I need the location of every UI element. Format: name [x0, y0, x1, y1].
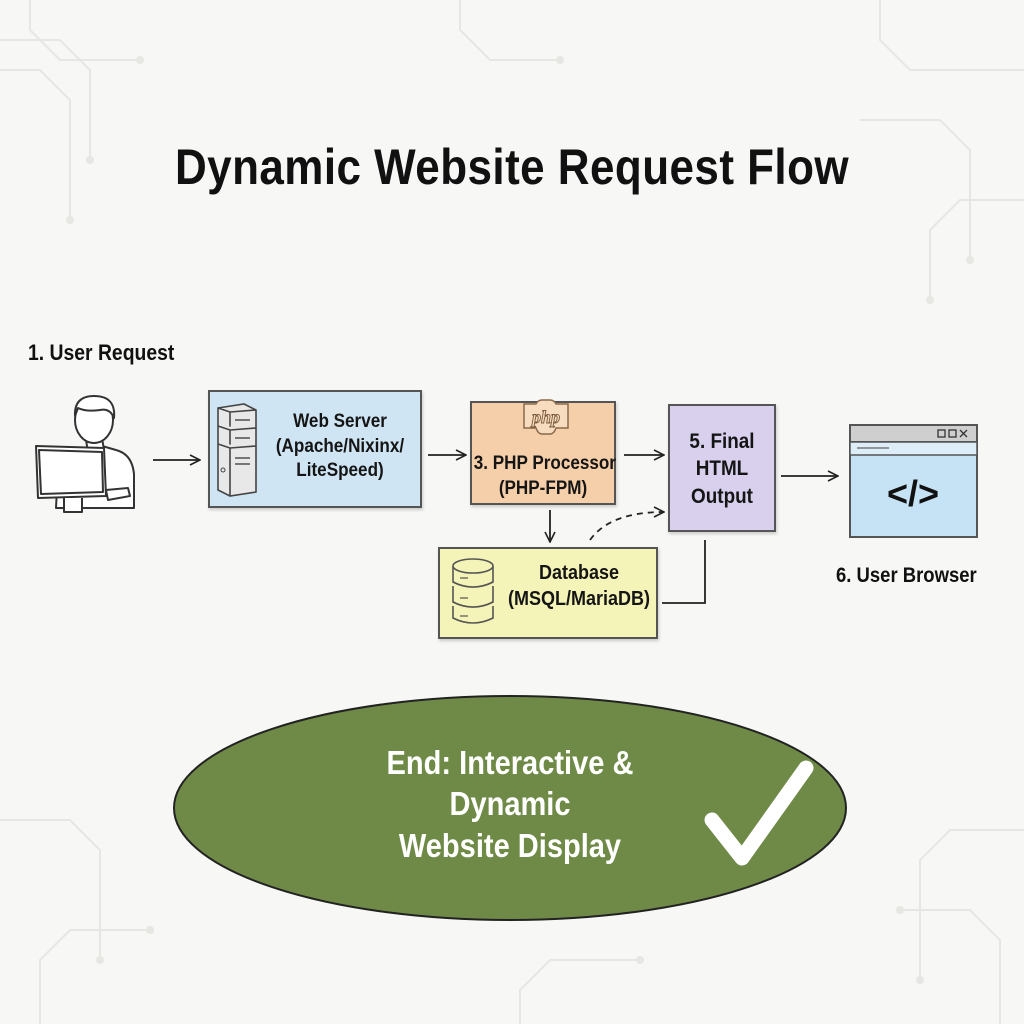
php-processor-text: 3. PHP Processor (PHP-FPM)	[466, 452, 620, 501]
php-logo-icon: php	[523, 399, 569, 435]
database-subtitle: (MSQL/MariaDB)	[507, 588, 651, 610]
final-html-output-box	[668, 404, 776, 532]
user-browser-label: 6. User Browser	[836, 564, 977, 587]
end-line-1: End: Interactive &	[386, 744, 634, 781]
database-text: Database (MSQL/MariaDB)	[494, 560, 664, 612]
browser-window-icon: </>	[849, 424, 978, 538]
web-server-subtitle-2: LiteSpeed)	[296, 460, 384, 482]
final-html-line-1: 5. Final	[689, 430, 755, 453]
end-line-3: Website Display	[398, 826, 622, 864]
end-text: End: Interactive & Dynamic Website Displ…	[330, 742, 690, 866]
final-html-line-2: HTML	[695, 457, 749, 481]
server-tower-icon	[217, 403, 257, 497]
database-title: Database	[538, 562, 620, 584]
php-logo-text: php	[530, 407, 560, 427]
web-server-title: Web Server	[293, 411, 387, 432]
php-processor-subtitle: (PHP-FPM)	[498, 477, 588, 499]
final-html-line-3: Output	[691, 484, 753, 508]
diagram-title: Dynamic Website Request Flow	[174, 139, 850, 195]
window-controls-icon	[937, 429, 968, 438]
person-at-computer-icon	[35, 395, 135, 513]
user-request-label: 1. User Request	[28, 340, 175, 365]
code-glyph: </>	[887, 473, 939, 514]
web-server-subtitle-1: (Apache/Nixinx/	[275, 435, 405, 457]
end-line-2: Dynamic	[449, 785, 571, 823]
final-html-output-text: 5. Final HTML Output	[668, 428, 776, 510]
database-stack-icon	[452, 558, 494, 624]
web-server-text: Web Server (Apache/Nixinx/ LiteSpeed)	[258, 410, 422, 484]
php-processor-title: 3. PHP Processor	[473, 453, 616, 474]
